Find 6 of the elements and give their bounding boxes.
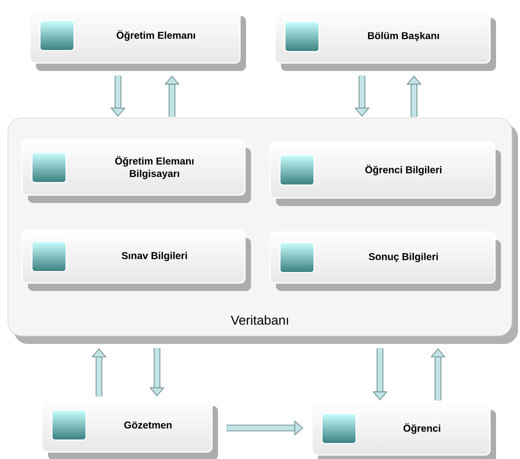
process-box: Sonuç Bilgileri xyxy=(269,231,501,291)
process-box: Bölüm Başkanı xyxy=(274,9,496,71)
process-box: Sınav Bilgileri xyxy=(21,229,251,291)
process-box: Öğrenci Bilgileri xyxy=(269,141,501,206)
process-box: Öğretim Elemanı xyxy=(29,7,246,71)
process-box: Öğretim Elemanı Bilgisayarı xyxy=(21,139,251,203)
